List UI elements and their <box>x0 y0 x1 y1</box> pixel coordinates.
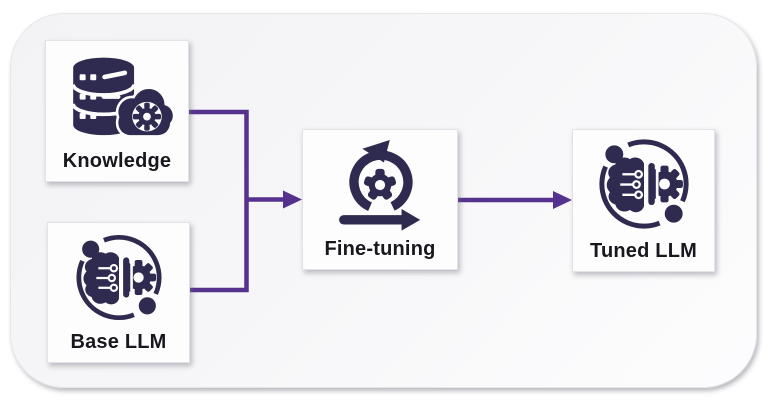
ai-brain-gear-icon <box>598 139 689 229</box>
iteration-loop-gear-icon <box>332 139 421 231</box>
node-tuned-llm: Tuned LLM <box>572 129 715 272</box>
node-label-fine-tuning: Fine-tuning <box>324 238 436 260</box>
node-base-llm: Base LLM <box>47 222 190 363</box>
node-label-knowledge: Knowledge <box>62 150 172 172</box>
node-label-tuned-llm: Tuned LLM <box>590 240 697 262</box>
node-label-base-llm: Base LLM <box>70 331 167 353</box>
database-gear-icon <box>71 57 175 138</box>
node-fine-tuning: Fine-tuning <box>302 129 458 270</box>
ai-brain-gear-icon <box>75 234 162 321</box>
node-knowledge: Knowledge <box>45 40 189 182</box>
